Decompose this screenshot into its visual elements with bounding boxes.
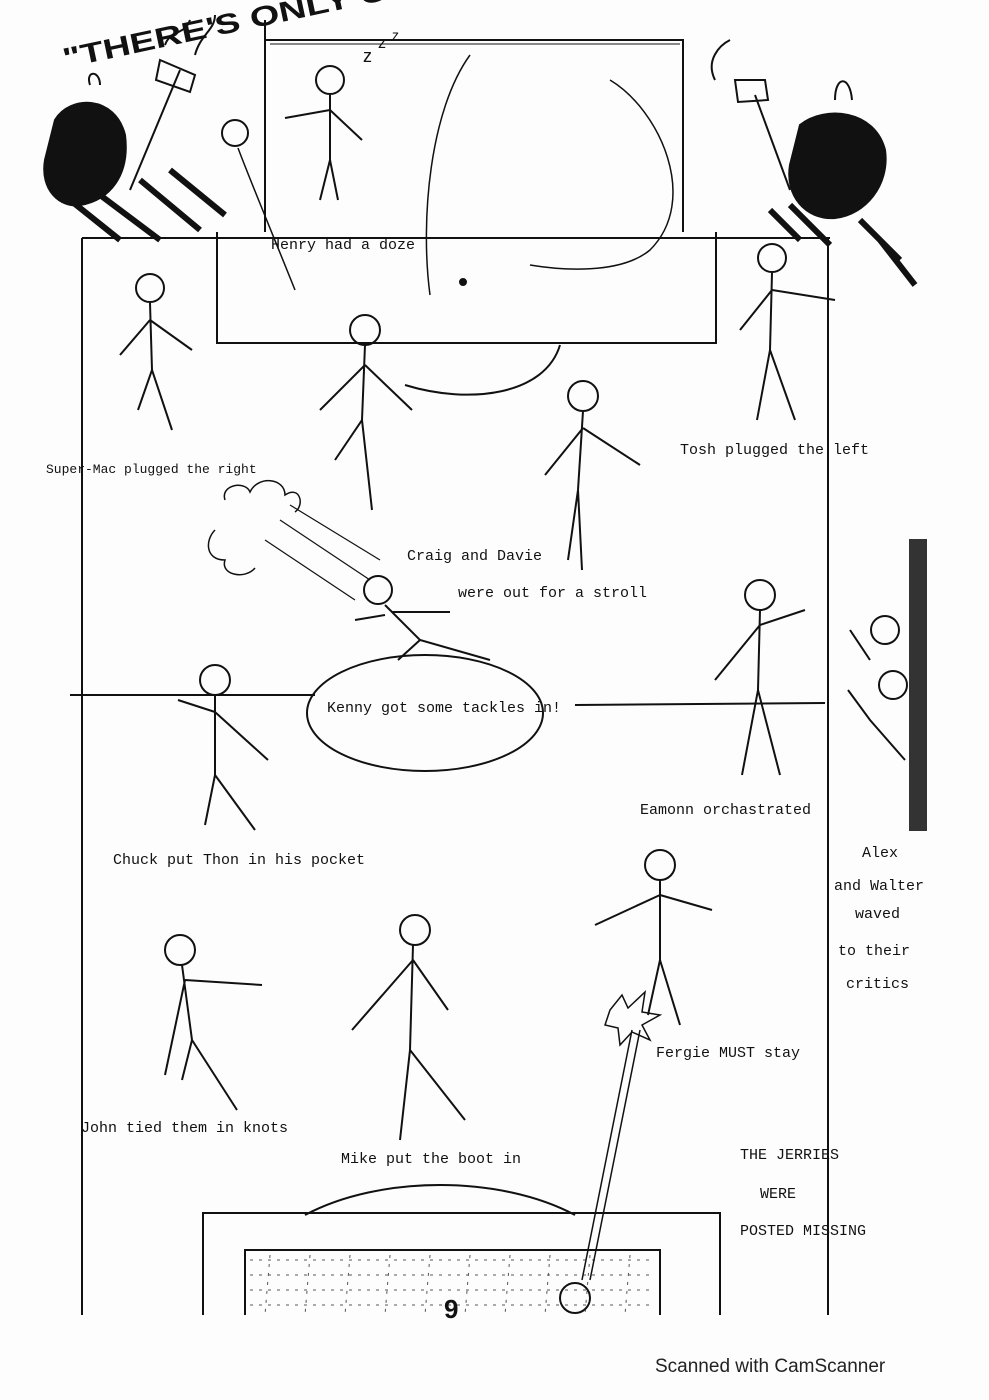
scanner-watermark: Scanned with CamScanner xyxy=(655,1356,886,1377)
caption-john: John tied them in knots xyxy=(81,1120,289,1137)
player-figures xyxy=(119,65,836,1141)
caption-jerries-3: POSTED MISSING xyxy=(740,1223,867,1240)
caption-fergie: Fergie MUST stay xyxy=(656,1045,801,1062)
centre-circle xyxy=(306,654,544,772)
caption-henry: Henry had a doze xyxy=(271,237,416,254)
penalty-box-bottom xyxy=(202,1212,721,1315)
fan-right-face xyxy=(788,112,887,220)
caption-supermac: Super-Mac plugged the right xyxy=(46,462,257,477)
ball-icon xyxy=(221,119,249,147)
caption-tosh: Tosh plugged the left xyxy=(680,442,870,459)
dugout-bar xyxy=(909,539,927,831)
caption-jerries-2: WERE xyxy=(760,1186,797,1203)
ball-icon-goal xyxy=(559,1282,591,1314)
top-goal xyxy=(264,20,684,232)
fan-left-face xyxy=(43,101,127,207)
svg-text:z: z xyxy=(363,46,372,66)
caption-craig: Craig and Davie xyxy=(407,548,543,565)
d-arc-top xyxy=(404,344,561,396)
caption-critics: critics xyxy=(846,976,910,993)
caption-eamonn: Eamonn orchastrated xyxy=(640,802,812,819)
caption-alex: Alex xyxy=(862,845,899,862)
svg-text:z: z xyxy=(392,27,399,43)
caption-stroll: were out for a stroll xyxy=(458,585,648,602)
caption-jerries-1: THE JERRIES xyxy=(740,1147,840,1164)
penalty-box-top xyxy=(216,232,717,344)
caption-kenny: Kenny got some tackles in! xyxy=(327,700,562,717)
pitch-boundary xyxy=(81,237,830,1315)
halfway-line xyxy=(70,694,826,706)
caption-walter: and Walter xyxy=(834,878,925,895)
page-number: 9 xyxy=(444,1294,458,1324)
caption-waved: waved xyxy=(855,906,901,923)
caption-to-their: to their xyxy=(838,943,911,960)
caption-chuck: Chuck put Thon in his pocket xyxy=(113,852,366,869)
d-arc-bottom xyxy=(304,1184,576,1216)
bottom-goal xyxy=(244,1249,661,1315)
caption-mike: Mike put the boot in xyxy=(341,1151,522,1168)
svg-text:z: z xyxy=(378,35,386,52)
